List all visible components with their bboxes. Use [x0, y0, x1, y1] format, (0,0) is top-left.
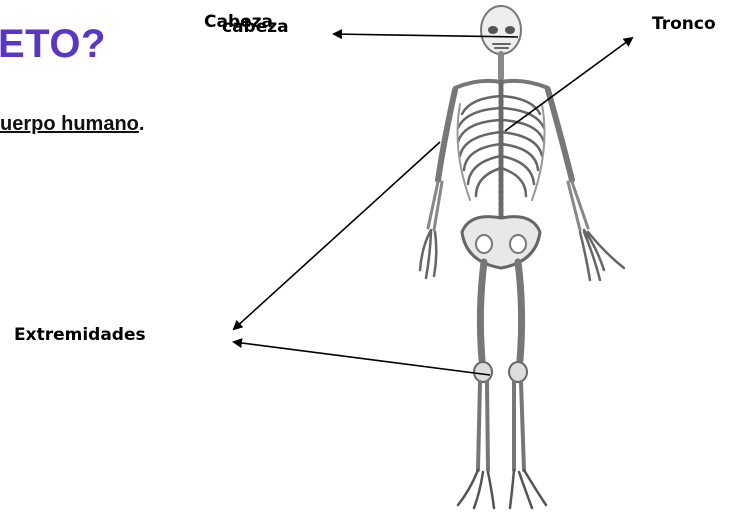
label-tronco: Tronco: [652, 14, 716, 34]
label-cabeza: cabeza: [222, 17, 289, 37]
skeleton-image: [420, 6, 624, 508]
arrow-extremidades-lower: [234, 342, 490, 375]
label-extremidades: Extremidades: [14, 325, 146, 345]
arrow-extremidades-upper: [234, 142, 440, 329]
arrow-tronco: [505, 38, 632, 131]
